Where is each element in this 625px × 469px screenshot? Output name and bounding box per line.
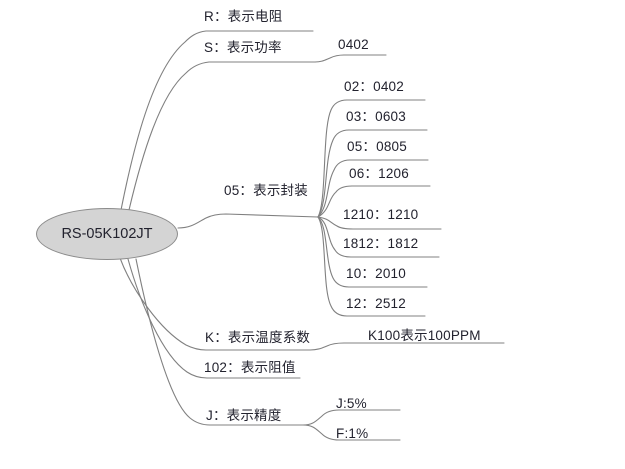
sub-label-pkg-02[interactable]: 02：0402 (344, 79, 404, 94)
sub-label-pkg-06[interactable]: 06：1206 (349, 166, 409, 181)
sub-label-pkg-1812[interactable]: 1812：1812 (343, 236, 419, 251)
sub-label-s-0402[interactable]: 0402 (338, 37, 369, 52)
branch-label-k[interactable]: K：表示温度系数 (205, 330, 311, 345)
root-node-label: RS-05K102JT (61, 226, 153, 242)
branch-label-s[interactable]: S：表示功率 (204, 40, 282, 55)
branch-label-tolerance[interactable]: J：表示精度 (206, 408, 282, 423)
branch-label-package[interactable]: 05：表示封装 (224, 183, 308, 198)
sub-label-pkg-12[interactable]: 12：2512 (346, 296, 406, 311)
sub-label-pkg-05[interactable]: 05：0805 (347, 139, 407, 154)
root-node-shape[interactable] (36, 208, 178, 260)
sub-label-tol-j[interactable]: J:5% (336, 396, 367, 411)
branch-label-value[interactable]: 102：表示阻值 (204, 360, 296, 375)
sub-label-pkg-1210[interactable]: 1210：1210 (343, 207, 419, 222)
sub-label-pkg-03[interactable]: 03：0603 (346, 109, 406, 124)
sub-label-pkg-10[interactable]: 10：2010 (346, 266, 406, 281)
branch-label-r[interactable]: R：表示电阻 (204, 9, 283, 24)
sub-label-tol-f[interactable]: F:1% (336, 426, 369, 441)
sub-label-k100[interactable]: K100表示100PPM (368, 328, 481, 343)
